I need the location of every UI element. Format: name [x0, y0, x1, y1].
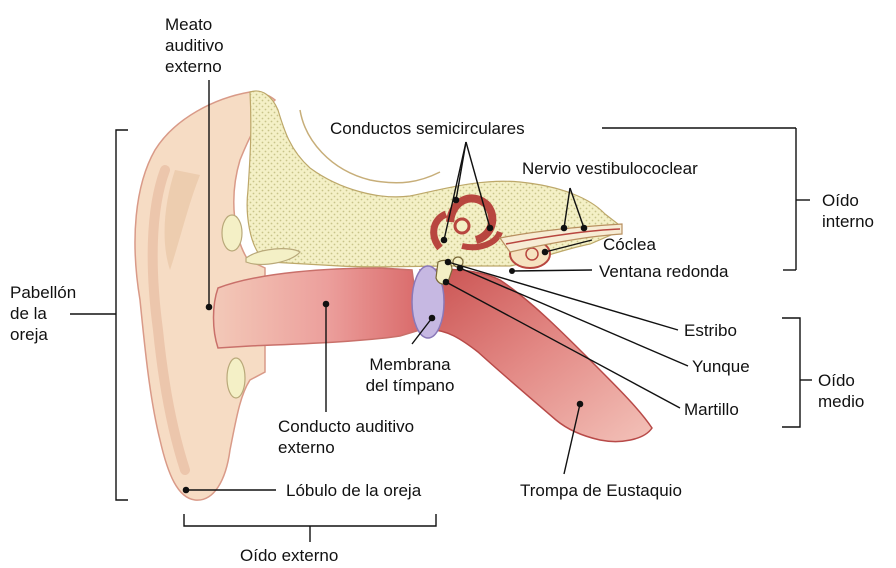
label-martillo: Martillo [684, 399, 739, 420]
label-lobulo: Lóbulo de la oreja [286, 480, 421, 501]
label-membrana: Membrana del tímpano [340, 354, 480, 396]
label-yunque: Yunque [692, 356, 750, 377]
label-oido-interno: Oído interno [822, 190, 874, 232]
label-ventana-redonda: Ventana redonda [599, 261, 729, 282]
label-estribo: Estribo [684, 320, 737, 341]
label-meato: Meato auditivo externo [165, 14, 224, 77]
label-conductos-semicirculares: Conductos semicirculares [330, 118, 525, 139]
ear-canal [214, 268, 421, 348]
label-oido-externo: Oído externo [240, 545, 338, 566]
label-trompa: Trompa de Eustaquio [520, 480, 682, 501]
label-oido-medio: Oído medio [818, 370, 864, 412]
label-conducto-auditivo: Conducto auditivo externo [278, 416, 414, 458]
vestibule [455, 219, 469, 233]
label-coclea: Cóclea [603, 234, 656, 255]
label-pabellon: Pabellón de la oreja [10, 282, 76, 345]
bone-cavity [222, 215, 242, 251]
label-nervio-vestibulococlear: Nervio vestibulococlear [522, 158, 698, 179]
cartilage-oval [227, 358, 245, 398]
